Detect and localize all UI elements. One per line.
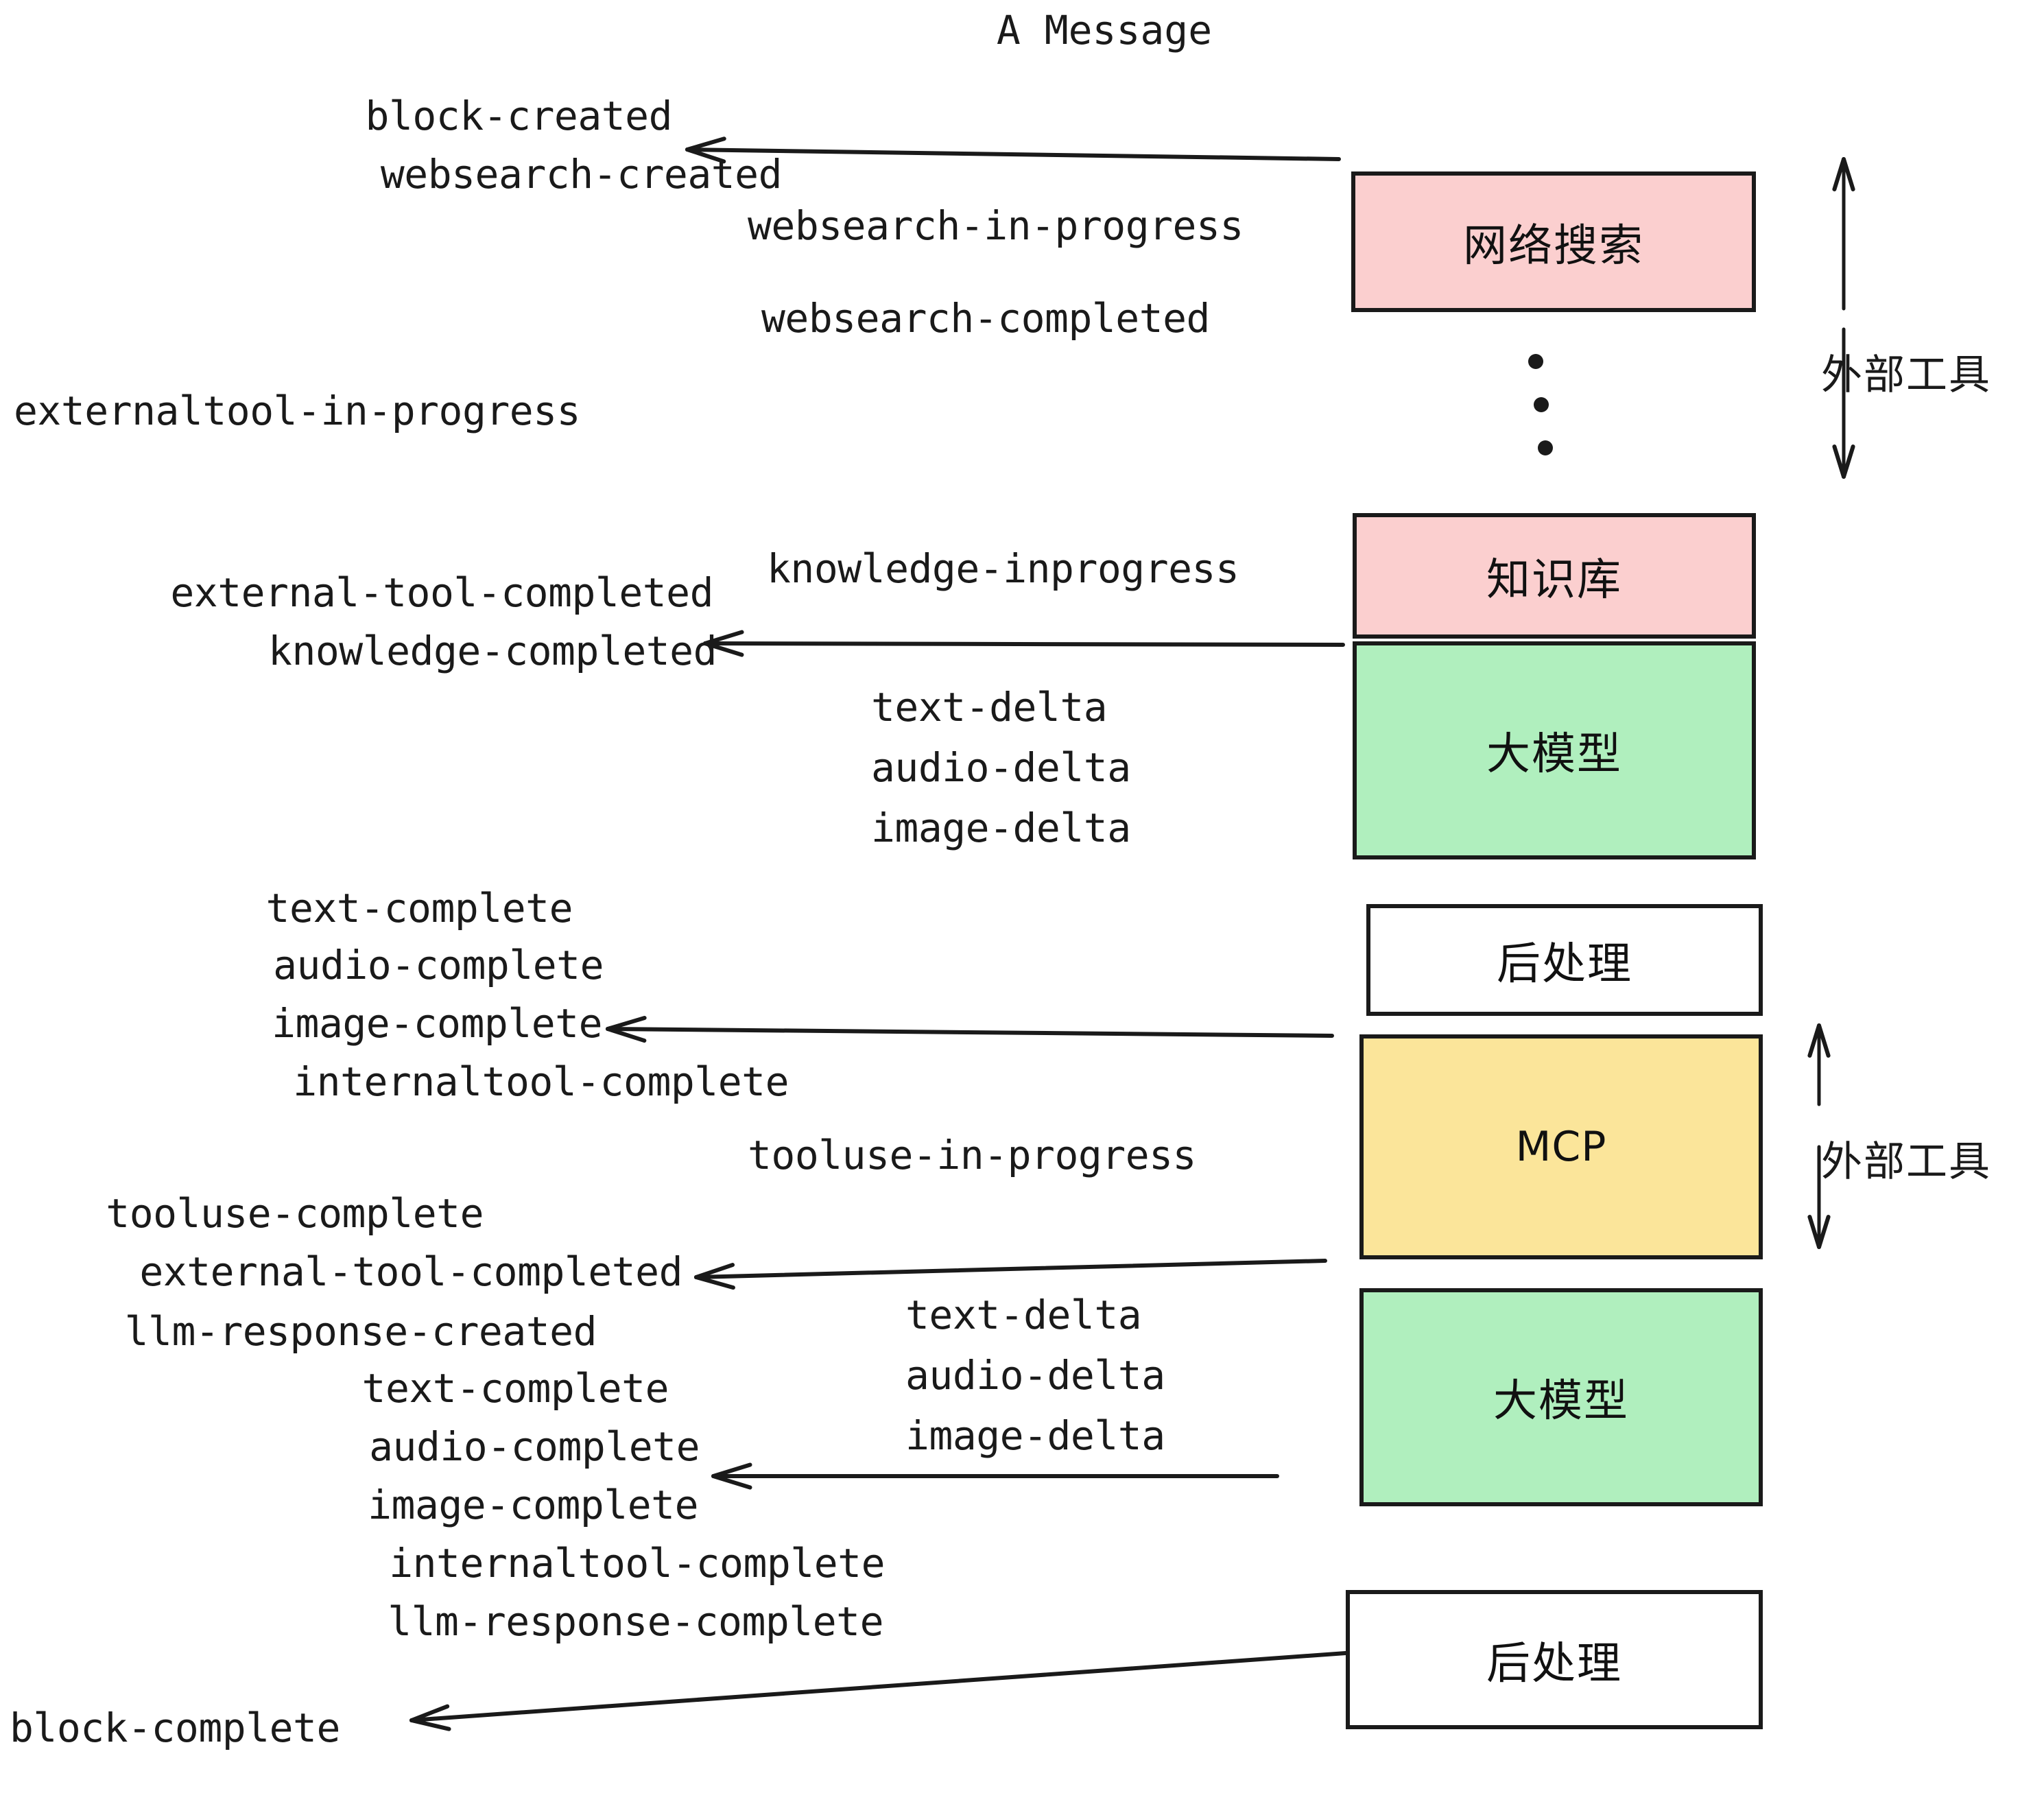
event-label-external-tool-completed: external-tool-completed <box>139 1248 682 1295</box>
ellipsis-dot <box>1528 354 1543 369</box>
event-label-tooluse-in-progress: tooluse-in-progress <box>748 1132 1196 1178</box>
arrow-block-complete-shaft <box>409 1651 1348 1722</box>
event-label-websearch-created: websearch-created <box>380 151 783 198</box>
node-label: 后处理 <box>1486 1638 1622 1689</box>
bracket-top-up-head <box>1832 157 1855 191</box>
ellipsis-dot <box>1534 397 1549 412</box>
event-label-image-delta: image-delta <box>905 1412 1165 1459</box>
node-postproc-1: 后处理 <box>1366 904 1763 1016</box>
arrow-block-complete-head <box>409 1704 451 1731</box>
event-label-llm-response-complete: llm-response-complete <box>388 1598 883 1645</box>
arrow-tooluse-done-head <box>694 1263 735 1290</box>
event-label-audio-complete: audio-complete <box>273 942 604 988</box>
event-label-text-complete: text-complete <box>265 885 573 931</box>
event-label-text-delta: text-delta <box>871 684 1108 731</box>
event-label-internaltool-complete: internaltool-complete <box>293 1058 789 1105</box>
side-label-external-tools-top: 外部工具 <box>1821 351 1991 399</box>
event-label-text-complete: text-complete <box>361 1365 669 1412</box>
bracket-bottom-down-head <box>1807 1215 1831 1249</box>
event-label-image-complete: image-complete <box>368 1482 698 1528</box>
event-label-knowledge-inprogress: knowledge-inprogress <box>767 545 1239 592</box>
event-label-audio-delta: audio-delta <box>905 1352 1165 1399</box>
side-label-external-tools-bottom: 外部工具 <box>1821 1138 1991 1186</box>
bracket-top-down-head <box>1832 444 1855 479</box>
arrow-image-complete-shaft <box>606 1027 1334 1038</box>
event-label-audio-delta: audio-delta <box>871 744 1131 791</box>
ellipsis-dot <box>1538 440 1553 455</box>
event-label-external-tool-completed: external-tool-completed <box>170 569 713 616</box>
event-label-llm-response-created: llm-response-created <box>124 1308 597 1355</box>
node-llm-1: 大模型 <box>1353 641 1756 859</box>
event-label-image-complete: image-complete <box>272 1000 602 1047</box>
node-label: MCP <box>1515 1123 1607 1171</box>
event-label-knowledge-completed: knowledge-completed <box>268 628 717 674</box>
node-label: 知识库 <box>1486 554 1622 606</box>
event-label-block-created: block-created <box>365 93 673 139</box>
node-label: 大模型 <box>1493 1376 1629 1427</box>
event-label-text-delta: text-delta <box>905 1292 1142 1338</box>
event-label-block-complete: block-complete <box>10 1705 340 1751</box>
arrow-audio-complete-head <box>711 1462 752 1490</box>
arrow-image-complete-head <box>606 1015 647 1043</box>
bracket-bottom-up-head <box>1807 1023 1831 1058</box>
node-postproc-2: 后处理 <box>1346 1590 1763 1729</box>
node-websearch: 网络搜索 <box>1351 171 1756 312</box>
event-label-audio-complete: audio-complete <box>369 1423 700 1470</box>
arrow-tooluse-done-shaft <box>694 1259 1327 1279</box>
event-label-externaltool-in-progress: externaltool-in-progress <box>14 388 581 434</box>
node-knowledge: 知识库 <box>1353 513 1756 639</box>
arrow-knowledge-done-shaft <box>703 641 1345 647</box>
event-label-image-delta: image-delta <box>871 805 1131 851</box>
event-label-websearch-in-progress: websearch-in-progress <box>748 202 1244 249</box>
event-label-tooluse-complete: tooluse-complete <box>106 1190 484 1237</box>
node-label: 后处理 <box>1497 938 1632 990</box>
node-mcp: MCP <box>1359 1034 1763 1259</box>
event-label-internaltool-complete: internaltool-complete <box>389 1540 885 1587</box>
node-llm-2: 大模型 <box>1359 1288 1763 1506</box>
arrow-block-created-shaft <box>685 147 1341 161</box>
node-label: 大模型 <box>1486 729 1622 780</box>
page-title: A Message <box>996 7 1213 54</box>
event-label-websearch-completed: websearch-completed <box>761 295 1210 342</box>
node-label: 网络搜索 <box>1463 220 1644 272</box>
